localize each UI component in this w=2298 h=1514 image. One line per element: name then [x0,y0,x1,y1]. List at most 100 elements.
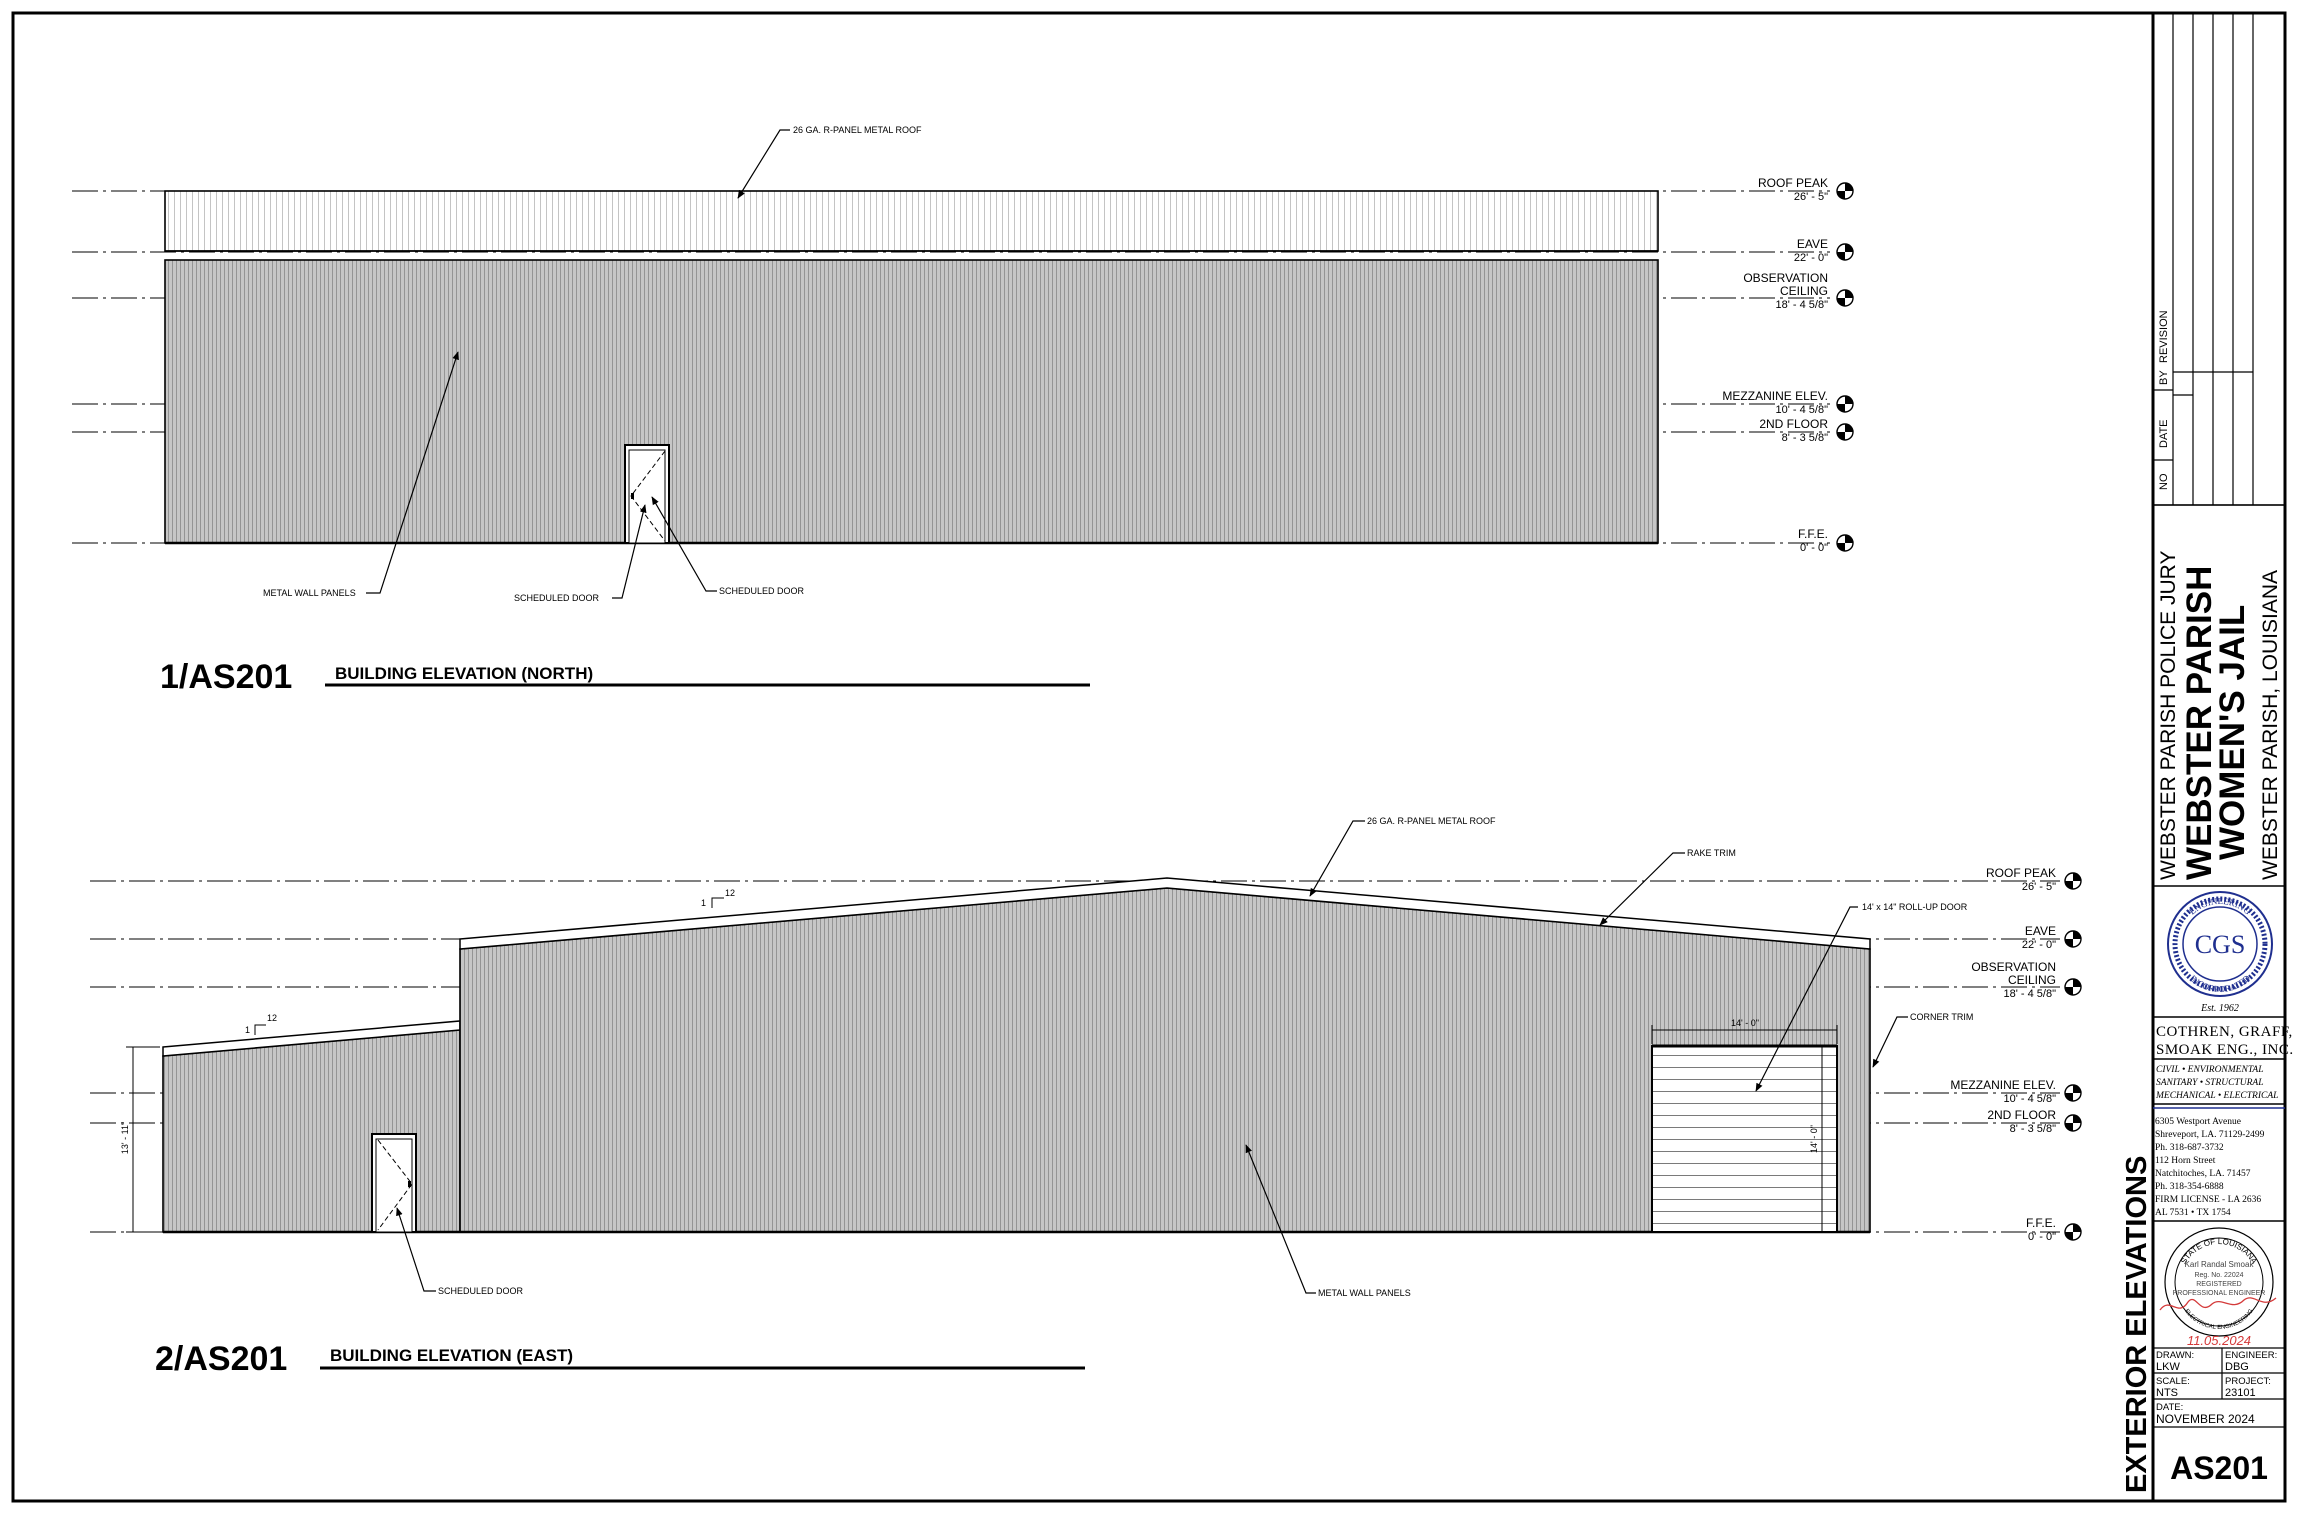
svg-text:1: 1 [245,1025,250,1035]
rollup-height-dim: 14' - 0" [1809,1125,1819,1153]
slope-symbol-main: 1 12 [701,888,735,908]
north-level-roof-peak: ROOF PEAK 26' - 5" [1758,176,1854,203]
north-door-note-right: SCHEDULED DOOR [719,586,805,596]
svg-text:0' - 0": 0' - 0" [1800,542,1828,554]
svg-text:22' - 0": 22' - 0" [1794,252,1828,264]
svg-text:6305 Westport Avenue: 6305 Westport Avenue [2155,1117,2241,1127]
cgs-seal: ENGINEERING INCORPORATED CGS [2167,891,2273,997]
north-wall-note: METAL WALL PANELS [263,588,356,598]
east-level-mezzanine: MEZZANINE ELEV. 10' - 4 5/8" [1950,1078,2082,1105]
svg-text:Reg. No. 22024: Reg. No. 22024 [2194,1272,2243,1279]
svg-text:ROOF PEAK: ROOF PEAK [1986,866,2056,880]
east-door [371,1133,417,1233]
svg-text:AL 7531 • TX 1754: AL 7531 • TX 1754 [2155,1208,2231,1218]
svg-text:112 Horn Street: 112 Horn Street [2155,1156,2216,1166]
north-level-2nd-floor: 2ND FLOOR 8' - 3 5/8" [1759,417,1854,444]
firm-address: 6305 Westport Avenue Shreveport, LA. 711… [2155,1117,2265,1218]
engineer-value: DBG [2225,1361,2249,1373]
svg-text:22' - 0": 22' - 0" [2022,939,2056,951]
svg-text:Ph. 318-687-3732: Ph. 318-687-3732 [2155,1143,2224,1153]
svg-text:MEZZANINE ELEV.: MEZZANINE ELEV. [1950,1078,2056,1092]
north-level-ffe: F.F.E. 0' - 0" [1798,527,1854,554]
engineer-label: ENGINEER: [2225,1350,2277,1361]
svg-text:8' - 3 5/8": 8' - 3 5/8" [2010,1123,2056,1135]
project-number: 23101 [2225,1387,2256,1399]
rev-header-no: NO [2158,473,2170,490]
svg-text:F.F.E.: F.F.E. [1798,527,1828,541]
east-level-eave: EAVE 22' - 0" [2022,924,2082,951]
svg-text:CEILING: CEILING [1780,284,1828,298]
east-rake-trim [459,877,1871,950]
project-name-line1: WEBSTER PARISH [2180,566,2219,880]
north-level-observation-ceiling: OBSERVATION CEILING 18' - 4 5/8" [1743,271,1854,311]
discipline-line2: SANITARY • STRUCTURAL [2156,1078,2264,1088]
slope-symbol-left: 1 12 [245,1013,277,1035]
svg-text:18' - 4 5/8": 18' - 4 5/8" [2004,988,2057,1000]
svg-text:PROFESSIONAL ENGINEER: PROFESSIONAL ENGINEER [2173,1290,2266,1297]
north-view-title: BUILDING ELEVATION (NORTH) [335,664,593,683]
firm-name-line2: SMOAK ENG., INC. [2156,1042,2294,1058]
svg-text:Ph. 318-354-6888: Ph. 318-354-6888 [2155,1182,2224,1192]
discipline-line3: MECHANICAL • ELECTRICAL [2155,1091,2278,1101]
north-roof [164,190,1659,252]
east-view-number: 2/AS201 [155,1340,287,1378]
east-view-title: BUILDING ELEVATION (EAST) [330,1346,573,1365]
scale-value: NTS [2156,1387,2178,1399]
svg-text:CGS: CGS [2195,930,2246,959]
drawn-label: DRAWN: [2156,1350,2194,1361]
svg-text:26' - 5": 26' - 5" [1794,191,1828,203]
east-wall-note: METAL WALL PANELS [1318,1288,1411,1298]
left-height-dim: 13' - 11" [120,1122,130,1154]
east-rollup-note: 14' x 14" ROLL-UP DOOR [1862,902,1968,912]
svg-text:8' - 3 5/8": 8' - 3 5/8" [1782,432,1828,444]
svg-text:REGISTERED: REGISTERED [2196,1281,2242,1288]
project-name-line2: WOMEN'S JAIL [2213,605,2252,860]
svg-text:1: 1 [701,898,706,908]
client-name: WEBSTER PARISH POLICE JURY [2157,551,2180,880]
svg-text:Natchitoches, LA. 71457: Natchitoches, LA. 71457 [2155,1169,2251,1179]
east-level-roof-peak: ROOF PEAK 26' - 5" [1986,866,2082,893]
svg-text:ROOF PEAK: ROOF PEAK [1758,176,1828,190]
svg-text:FIRM LICENSE - LA 2636: FIRM LICENSE - LA 2636 [2155,1195,2261,1205]
svg-text:10' - 4 5/8": 10' - 4 5/8" [1776,404,1829,416]
east-elevation: 14' - 0" 14' - 0" 13' - 11" 1 12 1 12 [90,816,2082,1378]
north-view-number: 1/AS201 [160,658,292,696]
signature [2159,1297,2277,1311]
svg-text:2ND FLOOR: 2ND FLOOR [1987,1108,2056,1122]
east-rake-note: RAKE TRIM [1687,848,1736,858]
east-level-2nd-floor: 2ND FLOOR 8' - 3 5/8" [1987,1108,2082,1135]
scale-label: SCALE: [2156,1376,2190,1387]
svg-text:0' - 0": 0' - 0" [2028,1231,2056,1243]
svg-text:Karl Randal Smoak: Karl Randal Smoak [2185,1260,2255,1269]
svg-text:CEILING: CEILING [2008,973,2056,987]
title-block: EXTERIOR ELEVATIONS NO DATE BY REVISION … [2121,12,2294,1493]
east-level-ffe: F.F.E. 0' - 0" [2026,1216,2082,1243]
north-wall [164,259,1659,544]
north-door-note-left: SCHEDULED DOOR [514,593,600,603]
svg-text:12: 12 [725,888,735,898]
svg-text:OBSERVATION: OBSERVATION [1743,271,1828,285]
east-door-note: SCHEDULED DOOR [438,1286,524,1296]
svg-text:12: 12 [267,1013,277,1023]
svg-text:EAVE: EAVE [2025,924,2056,938]
east-corner-note: CORNER TRIM [1910,1012,1973,1022]
north-level-eave: EAVE 22' - 0" [1794,237,1854,264]
east-rollup-door [1651,1044,1838,1233]
discipline-line1: CIVIL • ENVIRONMENTAL [2156,1065,2263,1075]
svg-text:10' - 4 5/8": 10' - 4 5/8" [2004,1093,2057,1105]
rev-header-revision: REVISION [2158,310,2170,363]
svg-text:26' - 5": 26' - 5" [2022,881,2056,893]
drawn-value: LKW [2156,1361,2180,1373]
north-level-mezzanine: MEZZANINE ELEV. 10' - 4 5/8" [1722,389,1854,416]
rollup-width-dim: 14' - 0" [1731,1018,1759,1028]
stamp-date: 11.05.2024 [2187,1333,2251,1348]
svg-text:2ND FLOOR: 2ND FLOOR [1759,417,1828,431]
date-value: NOVEMBER 2024 [2156,1412,2255,1426]
firm-established: Est. 1962 [2200,1003,2239,1014]
svg-text:EAVE: EAVE [1797,237,1828,251]
date-label: DATE: [2156,1402,2183,1413]
rev-header-date: DATE [2158,419,2170,448]
north-elevation: 26 GA. R-PANEL METAL ROOF METAL WALL PAN… [72,125,1854,696]
sheet-title: EXTERIOR ELEVATIONS [2121,1156,2153,1493]
